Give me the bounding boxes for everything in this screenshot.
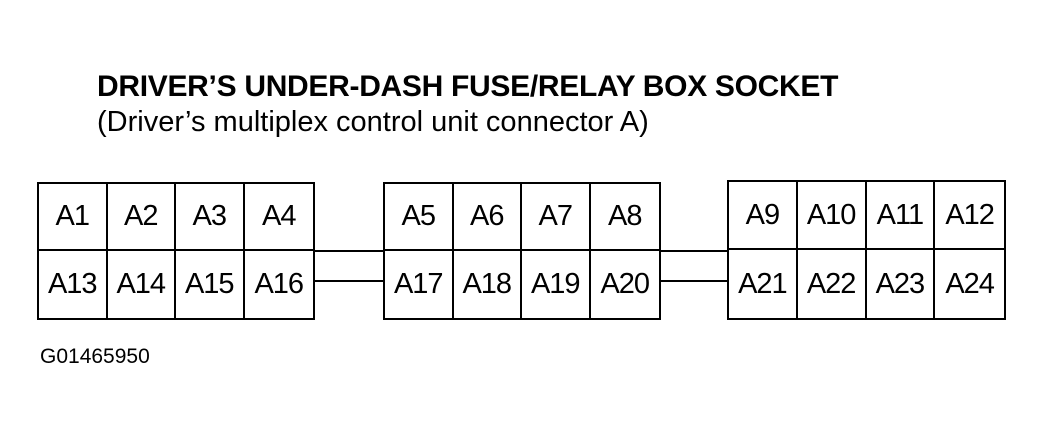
- pin-a21: A21: [729, 250, 798, 318]
- pin-a3: A3: [176, 184, 245, 251]
- pin-a20: A20: [600, 268, 650, 300]
- pin-a2: A2: [107, 184, 176, 251]
- wire-2-3-lower: [661, 280, 727, 282]
- connector-block-2: A5 A6 A7 A8 A17 A18 A19 A20: [383, 182, 661, 320]
- pin-a12: A12: [935, 182, 1004, 250]
- wire-1-2-upper: [315, 250, 383, 252]
- pin-a5: A5: [385, 184, 454, 251]
- pin-a14: A14: [108, 251, 176, 318]
- connector-block-1: A1 A2 A3 A4 A13 A14 A15 A16: [37, 182, 315, 320]
- connector-block-3: A9 A10 A11 A12 A21 A22 A23 A24: [727, 180, 1006, 320]
- figure-id: G01465950: [40, 345, 150, 368]
- pin-a9: A9: [729, 182, 798, 250]
- wire-1-2-lower: [315, 280, 383, 282]
- pin-a24: A24: [945, 267, 995, 300]
- pin-a22: A22: [798, 250, 867, 318]
- pin-a11: A11: [866, 182, 936, 250]
- pin-a13: A13: [39, 251, 108, 318]
- pin-a1: A1: [39, 184, 108, 251]
- pin-a8: A8: [590, 184, 659, 251]
- diagram-title: DRIVER’S UNDER-DASH FUSE/RELAY BOX SOCKE…: [97, 70, 839, 103]
- diagram-subtitle: (Driver’s multiplex control unit connect…: [97, 106, 649, 138]
- pin-a17: A17: [385, 251, 454, 318]
- wire-2-3-upper: [661, 250, 727, 252]
- pin-a7: A7: [522, 184, 591, 251]
- pin-a10: A10: [797, 182, 867, 250]
- pin-a6: A6: [453, 184, 522, 251]
- pin-a15: A15: [176, 251, 245, 318]
- pin-a18: A18: [454, 251, 522, 318]
- pin-a4: A4: [244, 184, 313, 251]
- pin-a16: A16: [254, 268, 304, 300]
- pin-a23: A23: [867, 250, 936, 318]
- pin-a19: A19: [522, 251, 591, 318]
